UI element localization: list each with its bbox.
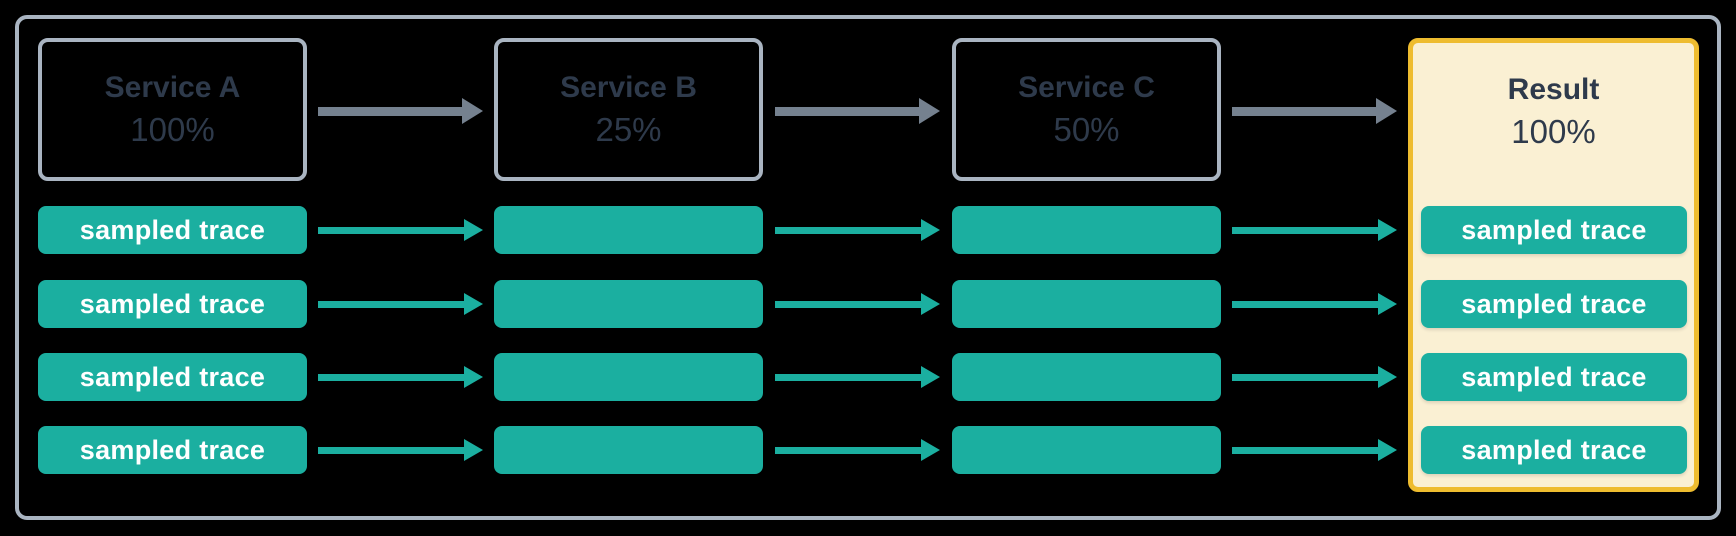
trace-arrow-icon [775,439,940,461]
trace-bar: sampled trace [38,206,307,254]
trace-bar [952,206,1221,254]
trace-arrow-icon [775,219,940,241]
service-c-title: Service C [1018,70,1155,104]
trace-arrow-icon [1232,439,1397,461]
outer-frame [15,15,1721,520]
service-b-box: Service B 25% [494,38,763,181]
trace-bar [494,206,763,254]
trace-bar: sampled trace [1421,353,1687,401]
trace-bar: sampled trace [1421,426,1687,474]
trace-bar [952,426,1221,474]
service-c-rate: 50% [1053,110,1120,148]
flow-arrow-icon [318,98,483,124]
flow-arrow-icon [1232,98,1397,124]
service-a-rate: 100% [130,110,215,148]
trace-arrow-icon [1232,219,1397,241]
trace-arrow-icon [775,366,940,388]
trace-arrow-icon [318,439,483,461]
result-header: Result 100% [1413,43,1694,181]
service-a-box: Service A 100% [38,38,307,181]
result-title: Result [1507,73,1600,107]
trace-arrow-icon [1232,293,1397,315]
service-b-title: Service B [560,70,697,104]
trace-arrow-icon [1232,366,1397,388]
service-a-title: Service A [104,70,241,104]
service-c-box: Service C 50% [952,38,1221,181]
trace-bar: sampled trace [38,353,307,401]
trace-bar [494,426,763,474]
trace-bar: sampled trace [1421,280,1687,328]
service-b-rate: 25% [595,110,662,148]
trace-bar [952,280,1221,328]
trace-bar [494,353,763,401]
trace-bar: sampled trace [38,280,307,328]
result-rate: 100% [1511,113,1596,151]
trace-bar [952,353,1221,401]
trace-arrow-icon [318,366,483,388]
result-box: Result 100% [1408,38,1699,492]
trace-bar: sampled trace [1421,206,1687,254]
trace-arrow-icon [775,293,940,315]
trace-arrow-icon [318,219,483,241]
trace-arrow-icon [318,293,483,315]
trace-bar [494,280,763,328]
trace-bar: sampled trace [38,426,307,474]
flow-arrow-icon [775,98,940,124]
